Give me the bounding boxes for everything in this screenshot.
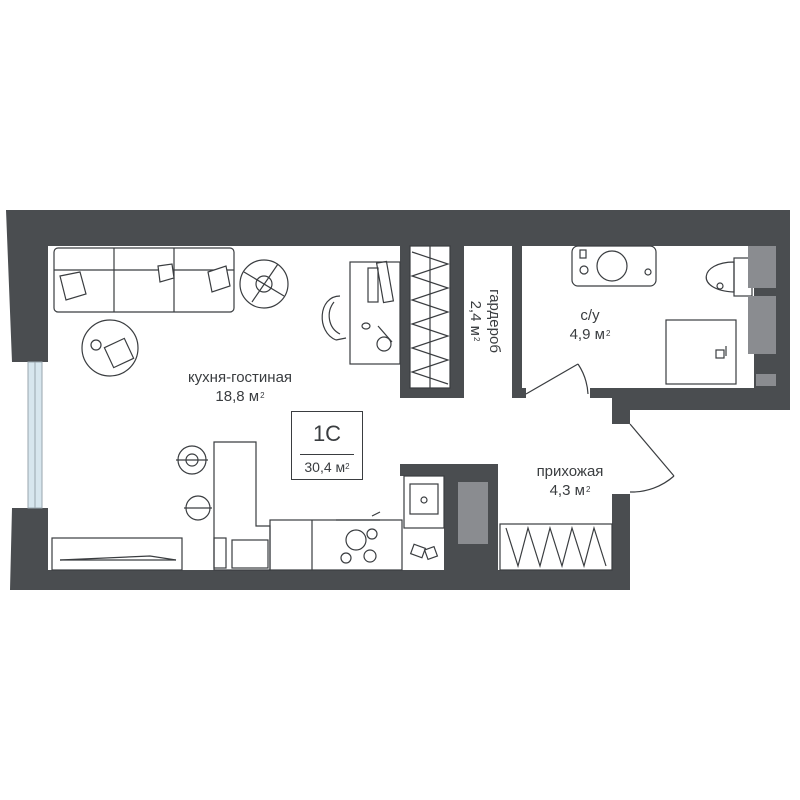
- room-area: 4,3 м: [549, 482, 585, 499]
- apartment-code: 1С: [312, 421, 342, 446]
- shower: [665, 319, 737, 385]
- window: [27, 361, 43, 509]
- kitchen-island: [213, 441, 271, 571]
- room-name: кухня-гостиная: [187, 369, 293, 386]
- area-unit-power: 2: [605, 329, 611, 338]
- sink: [571, 245, 657, 287]
- room-label-wardrobe: гардероб 2,4 м2: [466, 266, 504, 376]
- wardrobe: [409, 245, 451, 389]
- apartment-badge: 1С 30,4 м2: [291, 411, 363, 480]
- desk: [349, 260, 401, 365]
- kitchen-counter: [269, 511, 403, 571]
- coffee-table: [81, 319, 139, 377]
- badge-divider: [300, 454, 354, 455]
- room-name: с/у: [580, 307, 600, 324]
- room-label-living: кухня-гостиная 18,8 м2: [160, 368, 320, 406]
- room-label-hallway: прихожая 4,3 м2: [520, 462, 620, 500]
- area-unit-power: 2: [585, 485, 591, 494]
- fridge: [403, 475, 445, 561]
- armchair: [239, 259, 289, 309]
- apartment-total-area: 30,4 м2: [292, 458, 362, 476]
- toilet: [705, 257, 753, 297]
- storage-blocks: [458, 246, 776, 544]
- sofa: [53, 247, 235, 313]
- dining-chair: [176, 445, 212, 521]
- bathroom-door: [525, 363, 589, 395]
- room-name: прихожая: [536, 463, 604, 480]
- area-unit-power: 2: [472, 336, 481, 342]
- room-name: гардероб: [486, 289, 503, 353]
- bench: [51, 537, 183, 571]
- room-label-bathroom: с/у 4,9 м2: [540, 306, 640, 344]
- entrance-wardrobe: [499, 523, 613, 571]
- area-unit-power: 2: [260, 391, 265, 400]
- room-area: 2,4 м: [467, 300, 484, 336]
- entrance-door: [629, 423, 675, 493]
- desk-chair: [321, 295, 347, 341]
- walls: [6, 210, 790, 590]
- room-area: 18,8 м: [215, 388, 260, 405]
- total-area-value: 30,4 м: [304, 459, 346, 475]
- area-unit-power: 2: [345, 462, 350, 471]
- room-area: 4,9 м: [569, 326, 605, 343]
